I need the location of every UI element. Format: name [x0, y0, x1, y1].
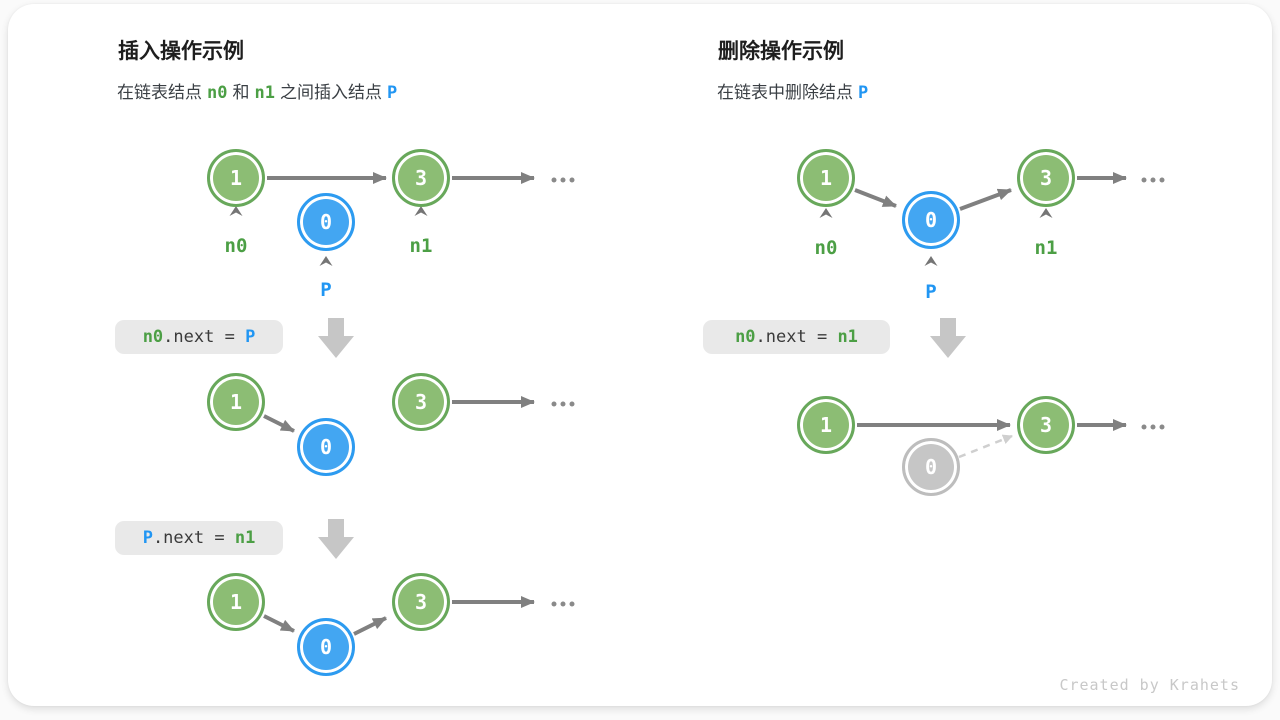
- code-statement-n0-next-p: n0.next = P: [115, 320, 283, 354]
- token-n1: n1: [254, 83, 275, 103]
- caret-up-n0: [229, 206, 243, 216]
- ellipsis-dots: [1141, 424, 1165, 430]
- node-n0: 1: [207, 573, 265, 631]
- code-rhs: n1: [837, 327, 858, 347]
- ellipsis-dots: [1141, 177, 1165, 183]
- node-p: 0: [902, 191, 960, 249]
- arrow-p-to-n1: [959, 188, 1012, 211]
- label-n0: n0: [224, 235, 248, 257]
- subtitle-text: 在链表中删除结点: [717, 83, 853, 102]
- arrow-n0-to-p: [263, 414, 295, 433]
- token-n0: n0: [207, 83, 228, 103]
- arrow-p-to-n1: [353, 616, 387, 636]
- dashed-arrow-removed-p-to-n1: [958, 434, 1013, 459]
- delete-section-title: 删除操作示例: [718, 40, 844, 63]
- node-n1: 3: [1017, 396, 1075, 454]
- node-n0: 1: [207, 149, 265, 207]
- node-n0: 1: [797, 396, 855, 454]
- label-n0: n0: [814, 237, 838, 259]
- step-down-arrow-insert-2: [318, 519, 354, 559]
- node-p: 0: [297, 618, 355, 676]
- node-p: 0: [297, 193, 355, 251]
- code-lhs: n0: [735, 327, 756, 347]
- step-down-arrow-delete-1: [930, 318, 966, 358]
- label-n1: n1: [1034, 237, 1058, 259]
- delete-step2-arrows: [857, 419, 1127, 459]
- node-p: 0: [297, 418, 355, 476]
- credit-text: Created by Krahets: [1059, 676, 1240, 694]
- delete-step1-arrows: [819, 172, 1127, 266]
- code-statement-p-next-n1: P.next = n1: [115, 521, 283, 555]
- caret-up-n1: [414, 206, 428, 216]
- node-n1: 3: [1017, 149, 1075, 207]
- insert-section-title: 插入操作示例: [118, 40, 244, 63]
- node-n0: 1: [207, 373, 265, 431]
- node-n0: 1: [797, 149, 855, 207]
- label-p: P: [320, 279, 332, 301]
- code-rhs: n1: [234, 528, 256, 548]
- code-rhs: P: [245, 327, 256, 347]
- step-down-arrow-insert-1: [318, 318, 354, 358]
- subtitle-text: 和: [232, 83, 250, 102]
- node-n1: 3: [392, 149, 450, 207]
- token-p: P: [858, 83, 869, 103]
- label-n1: n1: [409, 235, 433, 257]
- subtitle-text: 在链表结点: [117, 83, 202, 102]
- insert-step1-arrows: [229, 172, 535, 266]
- ellipsis-dots: [551, 601, 575, 607]
- caret-up-p: [924, 256, 938, 266]
- code-mid: .next =: [163, 327, 246, 347]
- caret-up-p: [319, 256, 333, 266]
- code-lhs: n0: [142, 327, 164, 347]
- code-statement-n0-next-n1: n0.next = n1: [703, 320, 890, 354]
- node-n1: 3: [392, 373, 450, 431]
- caret-up-n1: [1039, 208, 1053, 218]
- arrow-n0-to-p: [263, 614, 295, 633]
- ellipsis-dots: [551, 177, 575, 183]
- subtitle-text: 之间插入结点: [279, 83, 382, 102]
- code-mid: .next =: [755, 327, 838, 347]
- ellipsis-dots: [551, 401, 575, 407]
- code-mid: .next =: [152, 528, 235, 548]
- arrow-n0-to-p: [854, 188, 897, 208]
- delete-section-subtitle: 在链表中删除结点 P: [717, 80, 873, 106]
- code-lhs: P: [142, 528, 153, 548]
- token-p: P: [386, 83, 398, 103]
- node-p-removed: 0: [902, 438, 960, 496]
- node-n1: 3: [392, 573, 450, 631]
- label-p: P: [925, 281, 937, 303]
- caret-up-n0: [819, 208, 833, 218]
